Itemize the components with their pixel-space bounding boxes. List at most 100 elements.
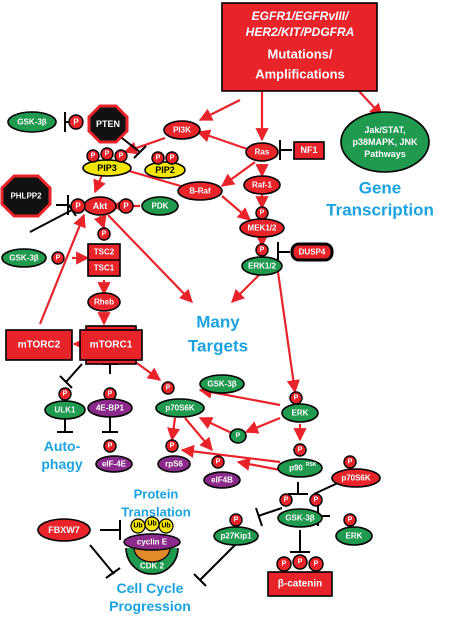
svg-text:P: P (156, 155, 161, 162)
arrow-p70s6k-eif4b (184, 417, 213, 452)
node-phlpp2: PHLPP2 (0, 174, 52, 218)
svg-text:MEK1/2: MEK1/2 (248, 224, 277, 233)
svg-text:PDK: PDK (152, 202, 169, 211)
svg-text:rpS6: rpS6 (165, 460, 183, 469)
arrow-mtorc2-akt (38, 213, 86, 325)
node-gsk3b-right: GSK-3β (199, 374, 245, 394)
svg-text:eIF4B: eIF4B (211, 476, 233, 485)
arrow-pi3k-pip3 (123, 136, 166, 155)
svg-text:cyclin E: cyclin E (137, 538, 168, 547)
label-cellcycle: Cell Cycle (117, 580, 184, 596)
svg-text:P: P (170, 443, 175, 450)
svg-text:mTORC1: mTORC1 (90, 340, 133, 351)
svg-text:P: P (123, 202, 129, 211)
svg-text:P: P (108, 391, 113, 398)
svg-text:DUSP4: DUSP4 (299, 248, 326, 257)
node-erk-bottom: P ERK (335, 513, 373, 546)
svg-text:P: P (314, 497, 319, 504)
svg-text:P: P (108, 443, 113, 450)
svg-text:P: P (119, 153, 124, 160)
svg-text:PIP3: PIP3 (97, 163, 117, 173)
svg-text:PI3K: PI3K (173, 126, 191, 135)
svg-text:P: P (102, 231, 107, 238)
node-eif4b: P eIF4B (203, 455, 241, 489)
svg-text:mTORC2: mTORC2 (18, 340, 61, 351)
svg-text:β-catenin: β-catenin (278, 579, 322, 590)
phospho-gsk3b-top (68, 114, 84, 130)
svg-text:P: P (260, 210, 265, 217)
svg-text:Rheb: Rheb (94, 298, 114, 307)
svg-text:Ub: Ub (161, 523, 170, 530)
label-targets: Targets (188, 337, 248, 356)
svg-text:P: P (314, 561, 319, 568)
label-translation: Translation (121, 505, 190, 520)
svg-text:p70S6K: p70S6K (341, 474, 371, 483)
svg-text:P: P (56, 255, 61, 262)
svg-text:NF1: NF1 (300, 145, 317, 155)
svg-text:Ub: Ub (147, 521, 156, 528)
label-phagy: phagy (41, 456, 82, 472)
svg-text:P: P (91, 153, 96, 160)
node-p70s6k: P p70S6K (155, 381, 205, 418)
svg-text:P: P (298, 559, 303, 566)
svg-text:p27Kip1: p27Kip1 (220, 532, 252, 541)
node-erk: P ERK (281, 391, 319, 423)
node-pdk: PDK (141, 196, 179, 216)
svg-text:eIF-4E: eIF-4E (102, 460, 127, 469)
svg-text:P: P (63, 391, 68, 398)
node-p27kip1: P p27Kip1 (213, 513, 259, 546)
svg-text:PTEN: PTEN (96, 119, 120, 129)
node-ulk1: P ULK1 (44, 387, 86, 420)
svg-text:ULK1: ULK1 (55, 406, 76, 415)
node-jak-stat: Jak/STAT, p38MAPK, JNK Pathways (340, 111, 430, 173)
receptor-line1: EGFR1/EGFRvIII/ (252, 9, 350, 23)
node-cycline-cdk2: cyclin E CDK 2 Ub Ub Ub (123, 516, 181, 575)
receptor-box: EGFR1/EGFRvIII/ HER2/KIT/PDGFRA Mutation… (221, 2, 378, 92)
node-p90rsk: P p90 RSK (277, 443, 323, 478)
node-gsk3b-bottom: P P GSK-3β (277, 493, 323, 528)
svg-text:TSC1: TSC1 (94, 264, 115, 273)
node-rps6: P rpS6 (157, 439, 191, 473)
svg-text:P: P (348, 459, 353, 466)
arrow-p70s6k-rps6 (167, 417, 181, 442)
node-nf1: NF1 (293, 141, 325, 160)
svg-text:p38MAPK, JNK: p38MAPK, JNK (352, 137, 418, 147)
svg-text:P: P (282, 561, 287, 568)
node-gsk3b-mid: GSK-3β P (1, 248, 65, 268)
svg-text:RSK: RSK (306, 462, 317, 468)
label-progression: Progression (109, 598, 191, 614)
svg-text:P: P (170, 155, 175, 162)
node-mtorc1: mTORC1 (79, 325, 143, 365)
svg-text:ERK: ERK (346, 532, 363, 541)
node-raf1: Raf-1 (243, 175, 281, 195)
svg-text:B-Raf: B-Raf (189, 187, 211, 196)
svg-text:P: P (216, 459, 221, 466)
svg-text:P: P (298, 447, 303, 454)
svg-text:P: P (75, 202, 81, 211)
arrow-ras-braf (220, 161, 256, 187)
svg-text:P: P (260, 247, 265, 254)
svg-text:Jak/STAT,: Jak/STAT, (364, 125, 405, 135)
svg-text:P: P (348, 517, 353, 524)
node-eif4e: P eIF-4E (95, 439, 133, 473)
svg-text:p90: p90 (289, 464, 303, 473)
arrow-erk12-targets (231, 271, 263, 303)
arrow-braf-mek (221, 195, 252, 221)
label-many: Many (196, 313, 240, 332)
svg-text:P: P (105, 151, 110, 158)
label-gene: Gene (359, 179, 402, 198)
svg-text:P: P (166, 385, 171, 392)
node-fbxw7: FBXW7 (37, 518, 91, 542)
node-p70s6k-right: P p70S6K (331, 455, 381, 488)
svg-text:Ub: Ub (133, 523, 142, 530)
svg-text:P: P (294, 395, 299, 402)
node-4ebp1: P 4E-BP1 (87, 387, 133, 418)
node-pip2: PIP2 P P (144, 151, 186, 179)
svg-text:TSC2: TSC2 (94, 248, 115, 257)
svg-text:p70S6K: p70S6K (165, 404, 195, 413)
svg-text:GSK-3β: GSK-3β (207, 380, 236, 389)
arrow-p90rsk-rps6 (180, 444, 281, 464)
node-braf: B-Raf (177, 181, 223, 201)
arrow-p90rsk-eif4b (236, 457, 281, 472)
